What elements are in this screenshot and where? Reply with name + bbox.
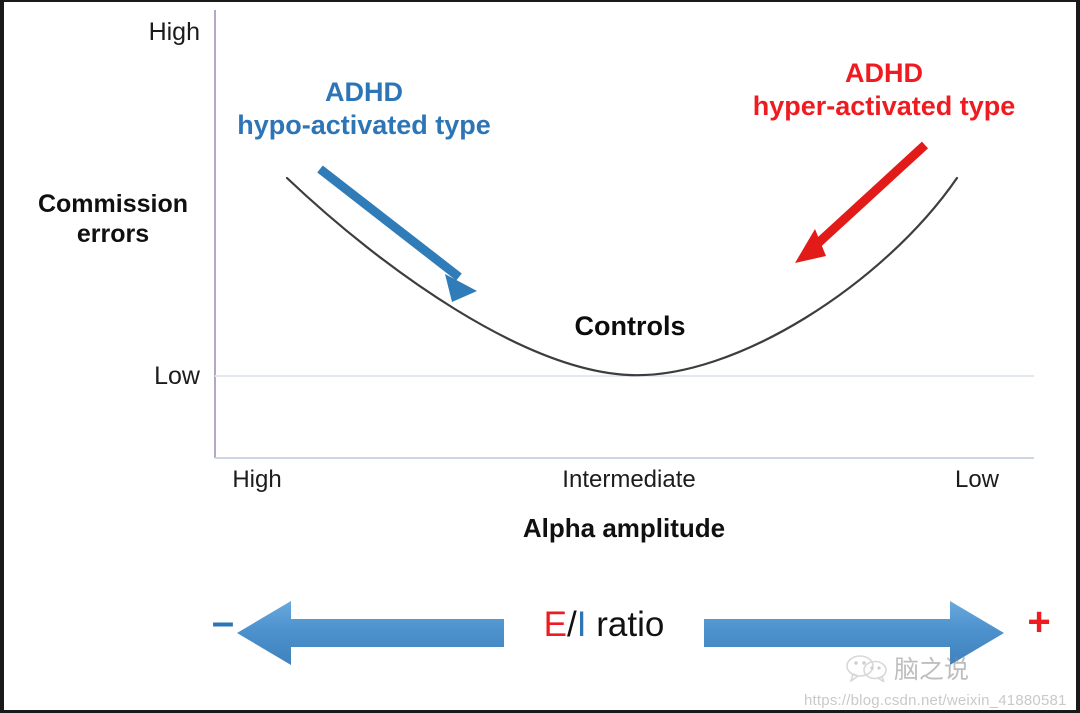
annotation-hyper-line1: ADHD (845, 58, 923, 88)
y-tick-high: High (148, 18, 200, 46)
watermark: 脑之说 (846, 650, 969, 686)
ei-label-slash: / (567, 605, 577, 644)
annotation-hypo-line1: ADHD (325, 77, 403, 107)
x-tick-high: High (232, 466, 282, 493)
ei-ratio-band: – E/I ratio + (4, 584, 1076, 680)
speech-bubble-icon (846, 655, 887, 682)
curve-label-controls: Controls (574, 311, 686, 341)
y-axis-title-line2: errors (76, 219, 150, 248)
controls-curve (285, 176, 959, 377)
ei-ratio-label: E/I ratio (504, 602, 704, 648)
watermark-url: https://blog.csdn.net/weixin_41880581 (804, 692, 1067, 709)
ei-label-rest: ratio (586, 605, 665, 644)
annotation-hyper-activated: ADHD hyper-activated type (739, 57, 1029, 123)
annotation-hyper-line2: hyper-activated type (752, 90, 1016, 121)
ei-label-i: I (576, 605, 587, 644)
x-axis-title: Alpha amplitude (522, 513, 726, 543)
ei-double-arrow-icon (237, 601, 1004, 665)
y-axis-title: Commission errors (18, 190, 208, 249)
annotation-hypo-line2: hypo-activated type (237, 109, 491, 140)
hypo-activated-arrow-icon (317, 165, 477, 302)
watermark-text: 脑之说 (894, 655, 970, 684)
annotation-hypo-activated: ADHD hypo-activated type (219, 76, 509, 142)
plot-svg (214, 10, 1034, 459)
ei-label-e: E (543, 605, 568, 644)
ei-plus-sign: + (1027, 600, 1051, 644)
hyper-activated-arrow-icon (795, 141, 929, 263)
x-tick-low: Low (954, 466, 1000, 493)
y-tick-low: Low (154, 362, 200, 390)
y-axis-title-line1: Commission (37, 190, 189, 218)
ei-minus-sign: – (211, 600, 235, 644)
x-tick-intermediate: Intermediate (562, 466, 696, 493)
